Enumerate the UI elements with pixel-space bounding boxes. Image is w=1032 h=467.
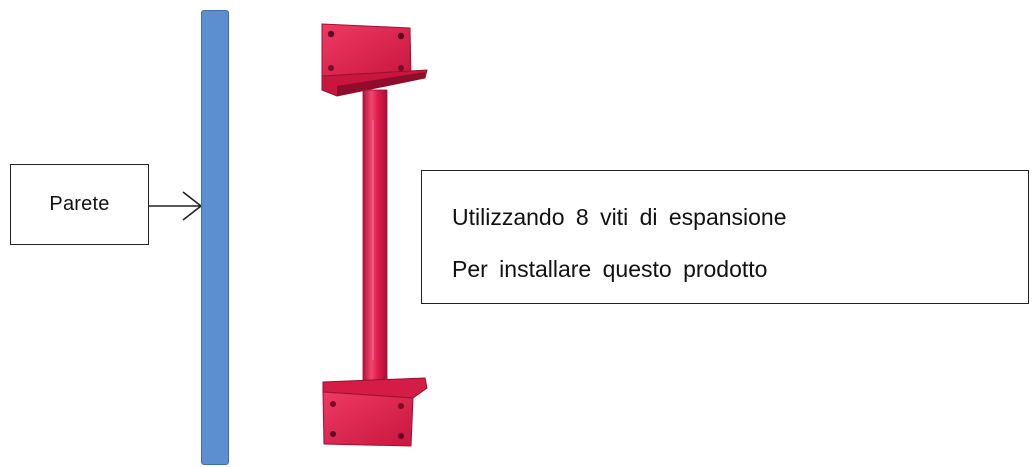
wall bbox=[201, 10, 229, 465]
wall-mount-bracket bbox=[321, 23, 428, 447]
arrow-icon bbox=[149, 191, 203, 221]
bottom-mounting-plate bbox=[322, 377, 428, 447]
instruction-line-2: Per installare questo prodotto bbox=[452, 256, 768, 282]
instruction-line-1: Utilizzando 8 viti di espansione bbox=[452, 204, 787, 230]
support-pole bbox=[362, 89, 388, 391]
top-mounting-plate bbox=[321, 23, 428, 97]
wall-label-box: Parete bbox=[10, 164, 149, 245]
wall-label: Parete bbox=[49, 193, 110, 215]
instructions-box: Utilizzando 8 viti di espansione Per ins… bbox=[421, 170, 1029, 304]
